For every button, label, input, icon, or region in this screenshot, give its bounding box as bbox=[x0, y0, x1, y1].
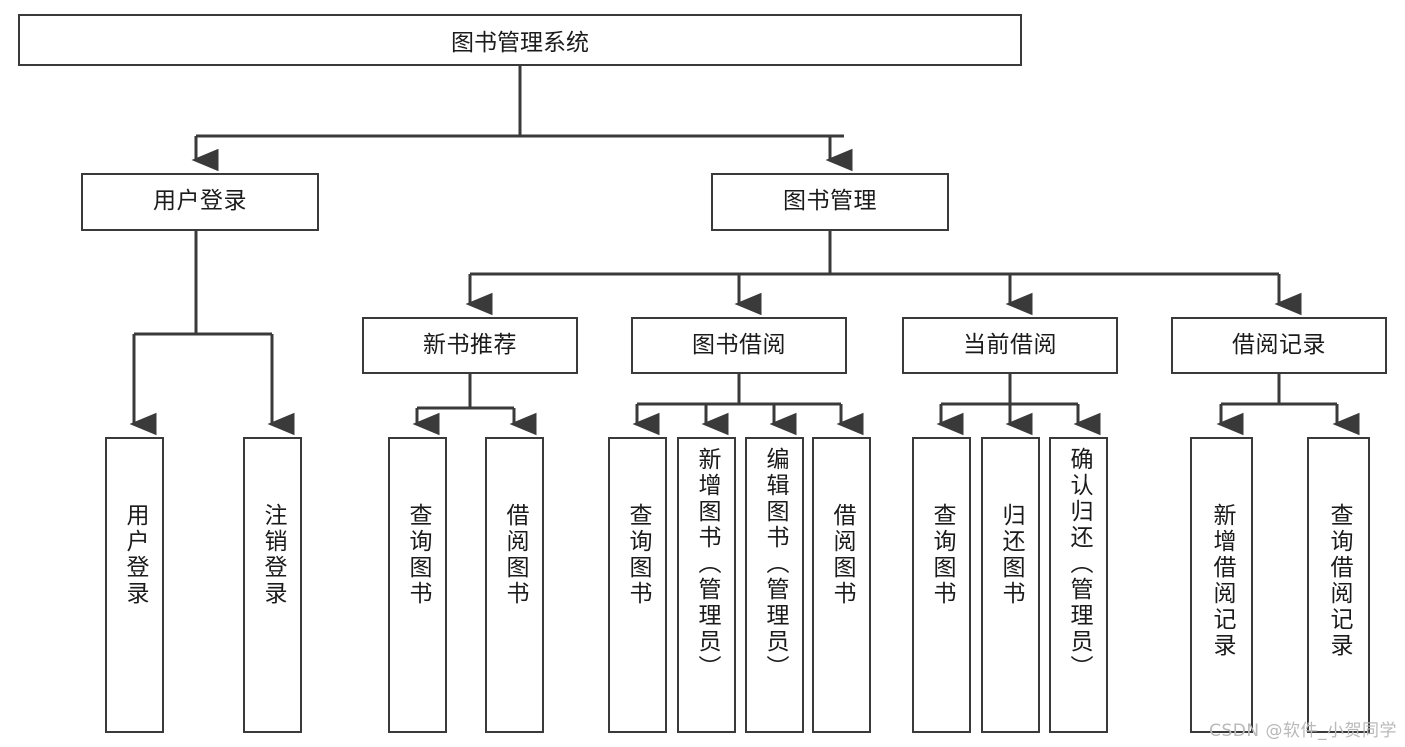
node-book-management[interactable]: 图书管理 bbox=[711, 173, 949, 231]
leaf-query-borrow-record-label: 查询借阅记录 bbox=[1326, 503, 1352, 659]
leaf-confirm-return-admin[interactable]: 确认归还（管理员） bbox=[1049, 437, 1108, 733]
node-book-borrow-label: 图书借阅 bbox=[692, 331, 786, 358]
node-book-borrow[interactable]: 图书借阅 bbox=[631, 317, 847, 374]
leaf-confirm-return-admin-label: 确认归还（管理员） bbox=[1066, 447, 1092, 681]
leaf-query-book-borrow[interactable]: 查询图书 bbox=[608, 437, 667, 733]
leaf-logout-label: 注销登录 bbox=[260, 503, 286, 607]
node-current-borrow[interactable]: 当前借阅 bbox=[902, 317, 1118, 374]
leaf-query-book-current[interactable]: 查询图书 bbox=[912, 437, 971, 733]
node-borrow-record-label: 借阅记录 bbox=[1232, 331, 1326, 358]
node-root-system[interactable]: 图书管理系统 bbox=[18, 14, 1022, 66]
node-root-label: 图书管理系统 bbox=[451, 30, 589, 56]
node-book-management-label: 图书管理 bbox=[783, 188, 877, 215]
leaf-query-book-borrow-label: 查询图书 bbox=[625, 503, 651, 607]
csdn-watermark: CSDN @软件_小贺同学 bbox=[1209, 721, 1397, 741]
leaf-edit-book-admin[interactable]: 编辑图书（管理员） bbox=[745, 437, 804, 733]
leaf-logout[interactable]: 注销登录 bbox=[243, 437, 302, 733]
leaf-query-borrow-record[interactable]: 查询借阅记录 bbox=[1307, 437, 1370, 733]
leaf-return-book-label: 归还图书 bbox=[998, 503, 1024, 607]
leaf-query-book-recommend[interactable]: 查询图书 bbox=[388, 437, 447, 733]
node-user-login-label: 用户登录 bbox=[153, 188, 247, 215]
leaf-return-book[interactable]: 归还图书 bbox=[981, 437, 1040, 733]
node-new-book-recommend[interactable]: 新书推荐 bbox=[362, 317, 578, 374]
leaf-borrow-book[interactable]: 借阅图书 bbox=[812, 437, 871, 733]
leaf-add-book-admin-label: 新增图书（管理员） bbox=[694, 447, 720, 681]
leaf-borrow-book-label: 借阅图书 bbox=[829, 503, 855, 607]
leaf-add-book-admin[interactable]: 新增图书（管理员） bbox=[677, 437, 736, 733]
node-new-book-recommend-label: 新书推荐 bbox=[423, 331, 517, 358]
leaf-borrow-book-recommend-label: 借阅图书 bbox=[502, 503, 528, 607]
leaf-add-borrow-record[interactable]: 新增借阅记录 bbox=[1190, 437, 1253, 733]
leaf-user-login-label: 用户登录 bbox=[122, 503, 148, 607]
leaf-borrow-book-recommend[interactable]: 借阅图书 bbox=[485, 437, 544, 733]
node-borrow-record[interactable]: 借阅记录 bbox=[1171, 317, 1387, 374]
leaf-edit-book-admin-label: 编辑图书（管理员） bbox=[762, 447, 788, 681]
leaf-add-borrow-record-label: 新增借阅记录 bbox=[1209, 503, 1235, 659]
leaf-user-login[interactable]: 用户登录 bbox=[105, 437, 164, 733]
node-user-login[interactable]: 用户登录 bbox=[81, 173, 319, 231]
node-current-borrow-label: 当前借阅 bbox=[963, 331, 1057, 358]
leaf-query-book-recommend-label: 查询图书 bbox=[405, 503, 431, 607]
leaf-query-book-current-label: 查询图书 bbox=[929, 503, 955, 607]
